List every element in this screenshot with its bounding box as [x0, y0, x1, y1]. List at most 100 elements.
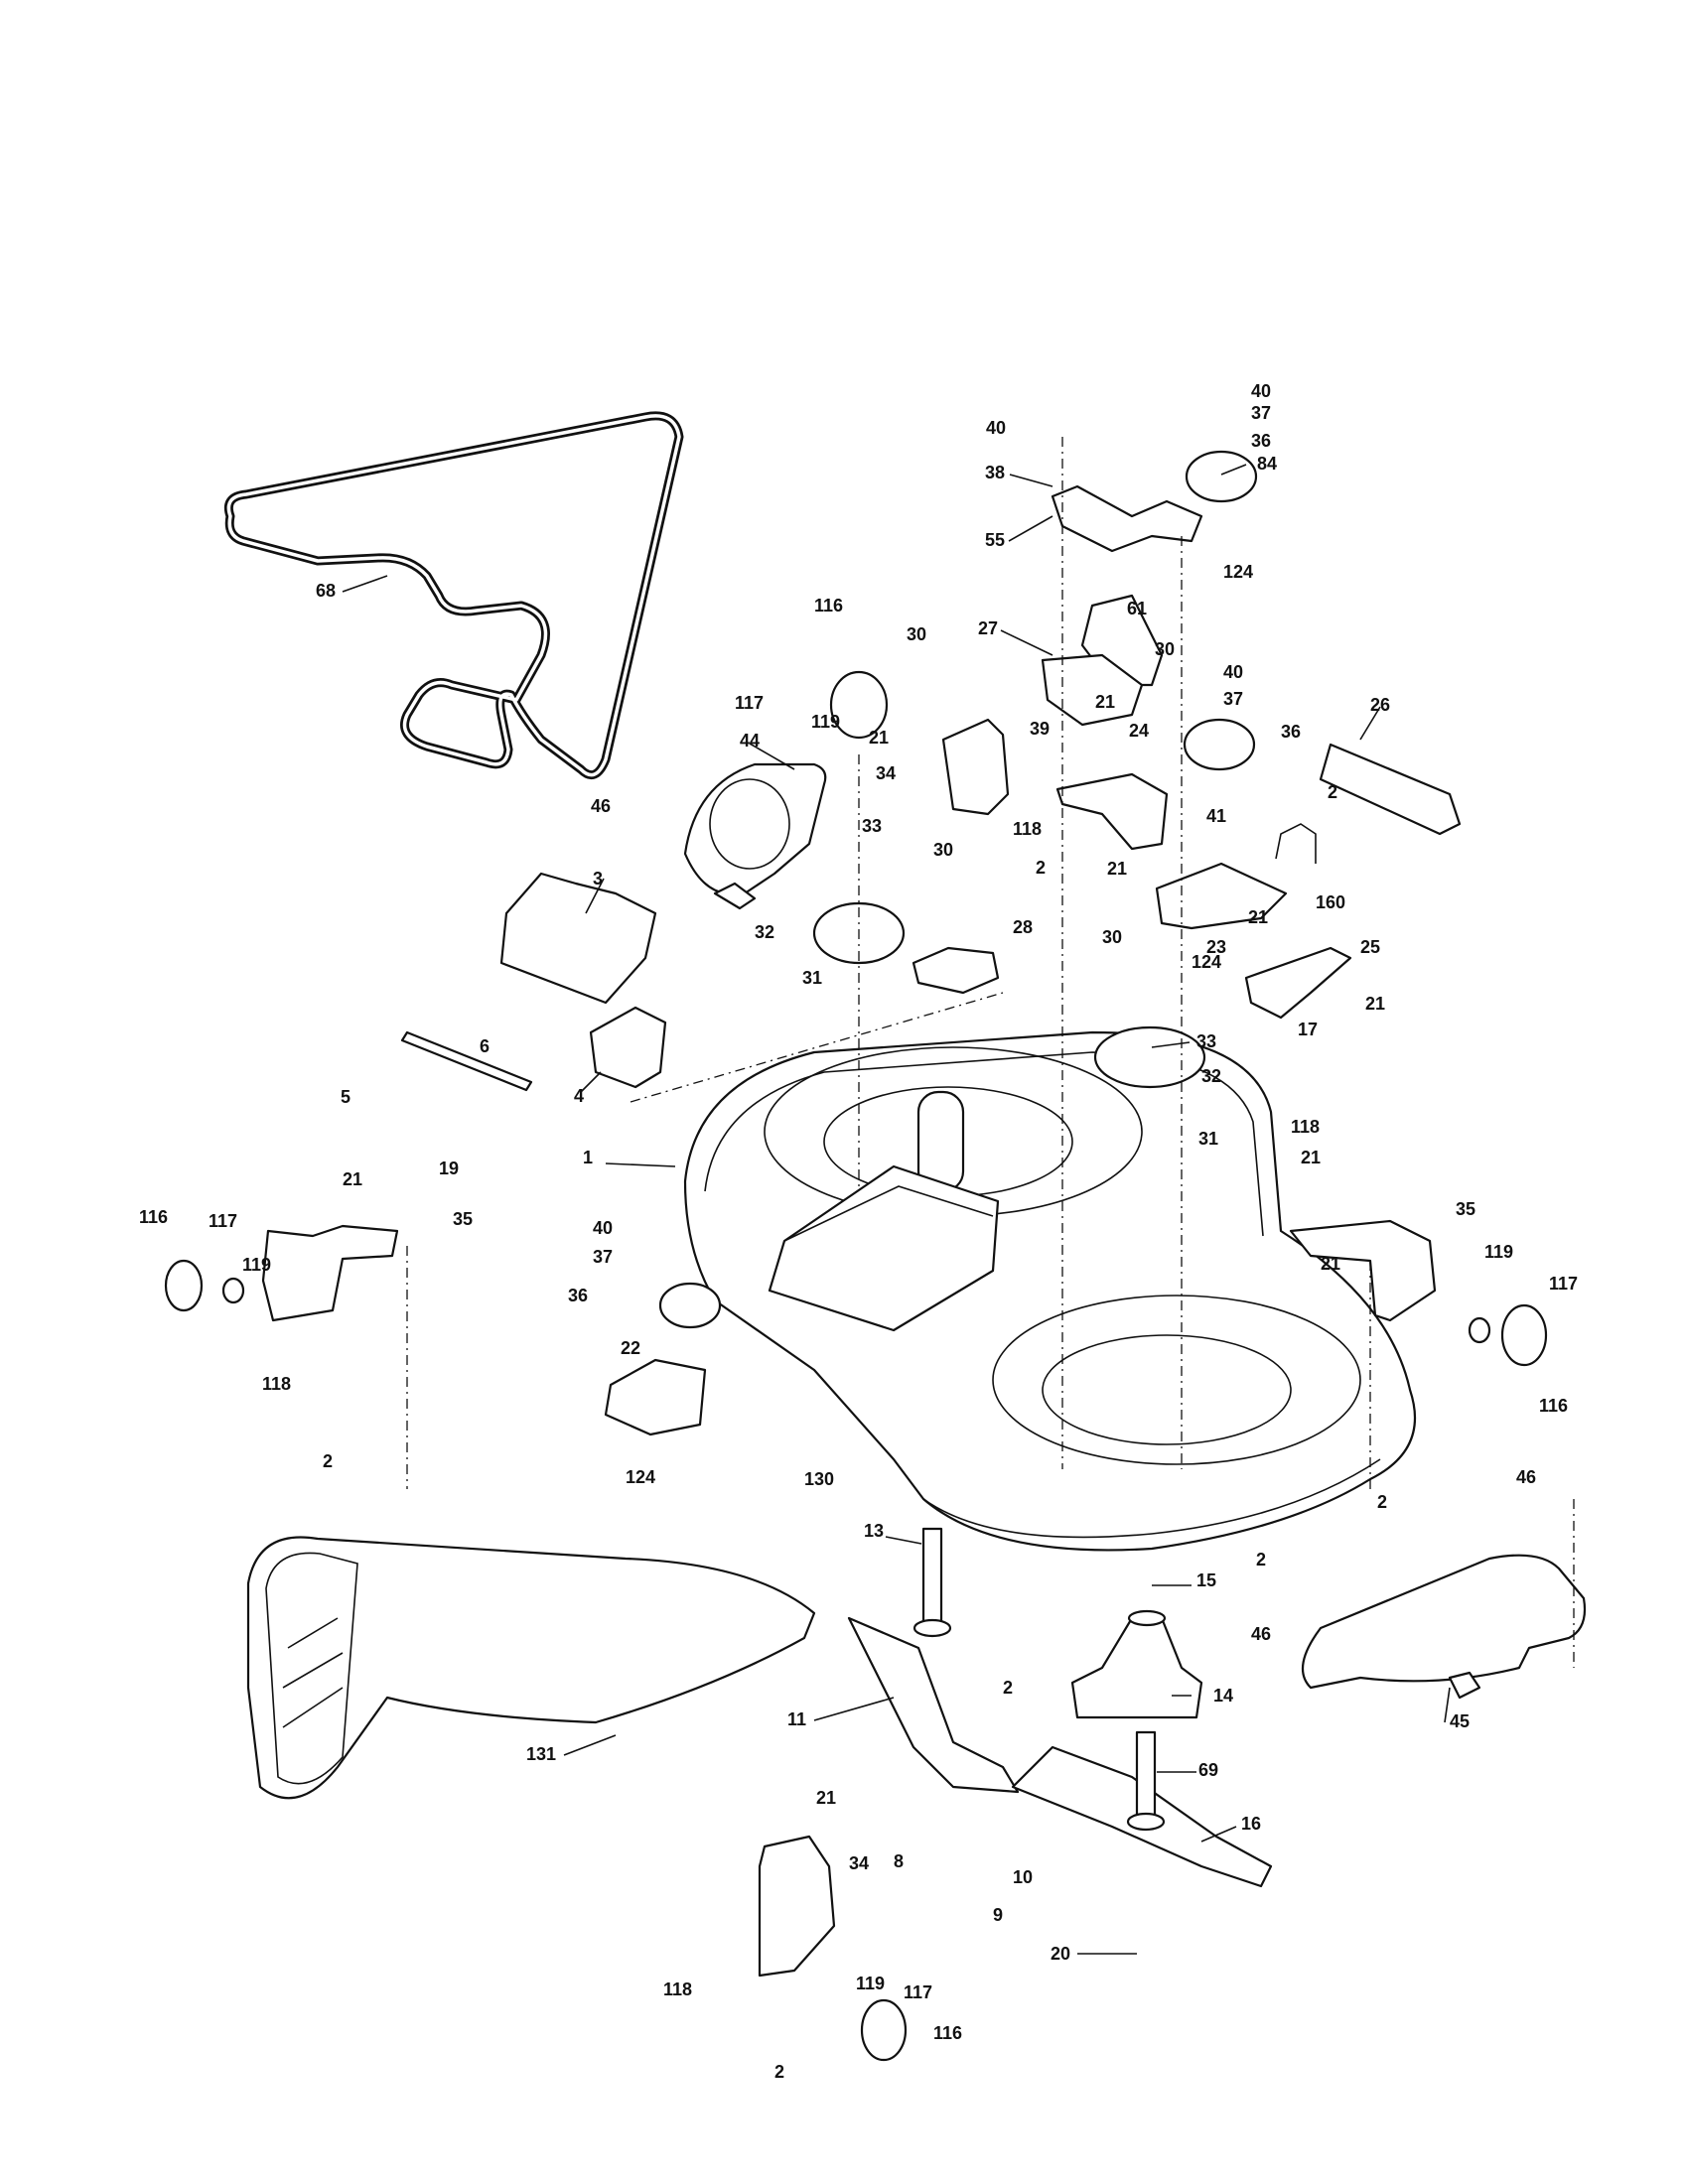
bracket-24 — [1055, 772, 1169, 851]
bracket-25 — [1244, 946, 1352, 1020]
centerlines — [406, 437, 1575, 1668]
callout-116-a: 116 — [139, 1207, 168, 1227]
bracket-34-front — [758, 1835, 908, 2062]
drive-belt — [223, 411, 684, 780]
callout-2-c: 2 — [1003, 1678, 1013, 1698]
callout-130: 130 — [804, 1469, 834, 1489]
callout-19: 19 — [439, 1159, 459, 1178]
callout-21-h: 21 — [1095, 692, 1115, 712]
bracket-4 — [589, 1006, 667, 1089]
callout-124-c: 124 — [1223, 562, 1253, 582]
callout-5: 5 — [341, 1087, 351, 1107]
callout-21-b: 21 — [816, 1788, 836, 1808]
belt-cover — [683, 762, 827, 910]
leader-lines — [342, 464, 1451, 1955]
callout-119-c: 119 — [1484, 1242, 1513, 1262]
callout-37-b: 37 — [1223, 689, 1243, 709]
callout-8: 8 — [894, 1851, 904, 1871]
callout-35-a: 35 — [453, 1209, 473, 1229]
callout-84: 84 — [1257, 454, 1277, 474]
callout-2-e: 2 — [1328, 782, 1337, 802]
callout-35-b: 35 — [1456, 1199, 1475, 1219]
rod-160 — [1275, 823, 1317, 864]
callout-119-b: 119 — [856, 1974, 885, 1993]
callout-2-f: 2 — [1036, 858, 1046, 878]
deck-housing — [683, 1030, 1417, 1552]
callout-119-a: 119 — [242, 1255, 271, 1275]
callout-23: 23 — [1206, 937, 1226, 957]
callout-21-e: 21 — [1365, 994, 1385, 1014]
callout-13: 13 — [864, 1521, 884, 1541]
wheel-bracket-right — [1289, 1219, 1548, 1367]
callout-116-d: 116 — [814, 596, 843, 615]
callout-21-i: 21 — [869, 728, 889, 748]
callout-34-a: 34 — [849, 1853, 869, 1873]
callout-40-b: 40 — [1223, 662, 1243, 682]
bracket-3 — [499, 872, 657, 1005]
callout-21-d: 21 — [1321, 1254, 1340, 1274]
idler-arm-55 — [1051, 484, 1203, 687]
bracket-22 — [604, 1358, 707, 1436]
callout-117-c: 117 — [1549, 1274, 1578, 1294]
callout-69: 69 — [1198, 1760, 1218, 1780]
callout-124-b: 124 — [1192, 952, 1221, 972]
bracket-28 — [912, 946, 1000, 995]
callout-2-b: 2 — [774, 2062, 784, 2082]
callout-117-a: 117 — [209, 1211, 237, 1231]
callout-117-d: 117 — [735, 693, 764, 713]
callout-118-a: 118 — [262, 1374, 291, 1394]
callout-118-b: 118 — [663, 1979, 692, 1999]
callout-46-a: 46 — [591, 796, 611, 816]
callout-2-d: 2 — [1377, 1492, 1387, 1512]
callout-28: 28 — [1013, 917, 1033, 937]
callout-39: 39 — [1030, 719, 1050, 739]
callout-1: 1 — [583, 1148, 593, 1167]
callout-117-b: 117 — [904, 1982, 932, 2002]
callout-10: 10 — [1013, 1867, 1033, 1887]
callout-30-d: 30 — [1155, 639, 1175, 659]
callout-30-b: 30 — [933, 840, 953, 860]
callout-160: 160 — [1316, 892, 1345, 912]
callout-124-a: 124 — [626, 1467, 655, 1487]
callout-30-a: 30 — [1102, 927, 1122, 947]
callout-24: 24 — [1129, 721, 1149, 741]
bracket-27 — [1041, 653, 1144, 727]
callout-14: 14 — [1213, 1686, 1233, 1706]
callout-41: 41 — [1206, 806, 1226, 826]
callout-15: 15 — [1196, 1570, 1216, 1590]
discharge-chute — [246, 1536, 816, 1800]
callout-45: 45 — [1450, 1711, 1470, 1731]
callout-46-b: 46 — [1251, 1624, 1271, 1644]
spindle-69 — [1126, 1730, 1166, 1832]
callout-30-c: 30 — [907, 624, 926, 644]
deflector — [1301, 1554, 1587, 1700]
callout-16: 16 — [1241, 1814, 1261, 1834]
callout-119-d: 119 — [811, 712, 840, 732]
callout-21-c: 21 — [1301, 1148, 1321, 1167]
callout-21-f: 21 — [1248, 907, 1268, 927]
callout-labels: 68 116 117 119 46 44 3 6 5 4 19 1 21 35 … — [139, 381, 1578, 2082]
blade-11 — [847, 1616, 1020, 1794]
spindle-13 — [912, 1527, 952, 1638]
rod-6 — [400, 1030, 533, 1092]
callout-116-b: 116 — [933, 2023, 962, 2043]
callout-33-b: 33 — [862, 816, 882, 836]
bracket-23 — [1155, 862, 1288, 930]
callout-32-b: 32 — [755, 922, 774, 942]
callout-25: 25 — [1360, 937, 1380, 957]
bracket-34-top — [941, 718, 1010, 816]
callout-36-c: 36 — [1251, 431, 1271, 451]
callout-2-a: 2 — [323, 1451, 333, 1471]
callout-116-c: 116 — [1539, 1396, 1568, 1416]
callout-37-c: 37 — [1251, 403, 1271, 423]
callout-31-a: 31 — [1198, 1129, 1218, 1149]
callout-32-a: 32 — [1201, 1066, 1221, 1086]
callout-118-d: 118 — [1013, 819, 1042, 839]
callout-26: 26 — [1370, 695, 1390, 715]
callout-34-b: 34 — [876, 763, 896, 783]
callout-36-b: 36 — [1281, 722, 1301, 742]
callout-31-b: 31 — [802, 968, 822, 988]
callout-17: 17 — [1298, 1020, 1318, 1039]
callout-40-c: 40 — [986, 418, 1006, 438]
callout-61: 61 — [1127, 599, 1147, 618]
